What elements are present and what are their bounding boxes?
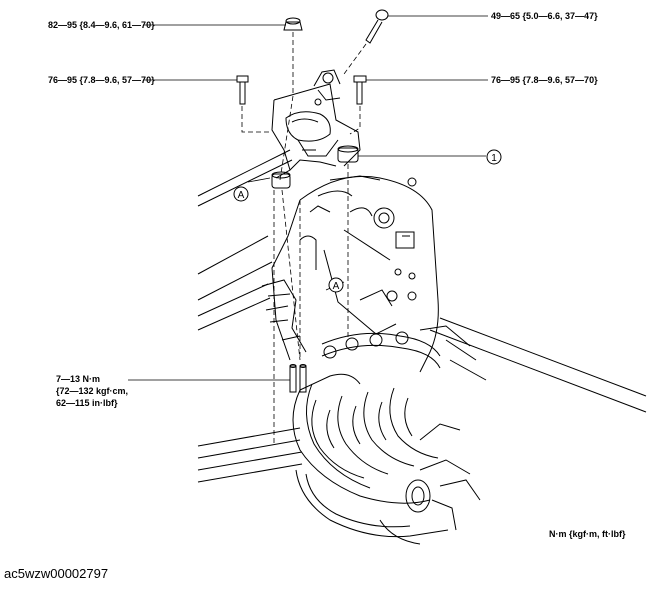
engine-block [271,175,439,373]
engine-mount-bracket [271,69,361,189]
studs [289,364,307,393]
stud-torque-spec-line-2: {72—132 kgf·cm, [56,386,129,396]
callout-a-left-label: A [238,190,245,201]
stud-torque-spec-line-1: 7—13 N·m [56,374,101,384]
cylinder-head [321,325,487,381]
callout-part-1: 1 [486,149,502,165]
torque-spec-top-left: 82—95 {8.4—9.6, 61—70} [48,20,155,30]
side-bracket [261,279,307,353]
leader-lines [128,15,488,381]
top-right-bolt [365,9,389,44]
alignment-lines [241,32,367,446]
mid-right-bolt [353,75,367,105]
torque-spec-mid-left: 76—95 {7.8—9.6, 57—70} [48,75,155,85]
top-left-nut [283,17,303,31]
mid-left-bolt [236,75,249,105]
frame-rails [197,149,647,483]
callout-a-center: A [328,277,344,293]
units-note: N·m {kgf·m, ft·lbf} [549,529,626,539]
figure-id-caption: ac5wzw00002797 [4,566,109,581]
callout-part-1-label: 1 [491,153,497,164]
torque-spec-mid-right: 76—95 {7.8—9.6, 57—70} [491,75,598,85]
torque-spec-top-right: 49—65 {5.0—6.6, 37—47} [491,11,598,21]
intake-manifold [292,373,481,545]
callout-a-left: A [233,186,249,202]
stud-torque-spec-line-3: 62—115 in·lbf} [56,398,118,408]
callout-a-center-label: A [333,281,340,292]
